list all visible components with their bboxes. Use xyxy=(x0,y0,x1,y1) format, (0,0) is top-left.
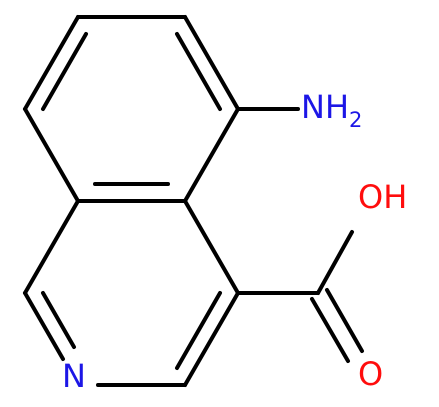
bond-c1-n2 xyxy=(23,291,65,361)
ring-nitrogen-label: N xyxy=(62,357,86,395)
bond-c8-c7 xyxy=(23,15,80,111)
amine-subscript: 2 xyxy=(349,108,362,132)
pyridine-ring xyxy=(23,199,240,387)
benzo-ring xyxy=(23,15,240,203)
bond-c3-c4 xyxy=(183,291,240,387)
hydroxyl-label: OH xyxy=(358,178,407,216)
bond-c8a-c8 xyxy=(23,107,80,203)
bond-c4-c4a xyxy=(183,199,240,295)
carbonyl-oxygen-label: O xyxy=(358,355,383,393)
bond-c6-c5-inner xyxy=(175,32,222,111)
bond-c6-c5 xyxy=(183,15,240,111)
bond-c-oh xyxy=(316,230,354,295)
bond-c3-c4-inner xyxy=(175,291,222,370)
bond-c-o-a xyxy=(310,297,350,363)
bond-c7-c7-inner xyxy=(41,32,88,111)
amine-nh-text: NH xyxy=(301,88,349,126)
bond-c1-n2-inner xyxy=(41,291,76,349)
substituents xyxy=(236,107,364,363)
bond-c5-c4a xyxy=(183,107,240,203)
bond-c-o-b xyxy=(325,288,364,353)
amine-label: NH2 xyxy=(301,88,362,132)
bond-c8a-c1 xyxy=(23,199,80,295)
